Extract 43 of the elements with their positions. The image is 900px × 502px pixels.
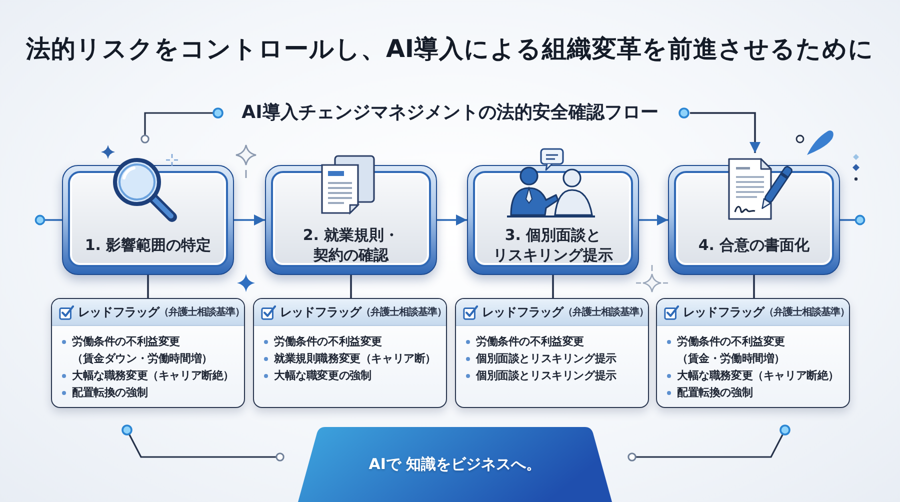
tagline: AIで 知識をビジネスへ。 <box>368 455 542 474</box>
connector-line <box>753 275 755 298</box>
checklist-card <box>656 298 850 408</box>
step-title: 2. 就業規則・契約の確認 <box>302 225 400 265</box>
connector-line <box>552 275 554 298</box>
diagram-title: 法的リスクをコントロールし、AI導入による組織変革を前進させるために <box>26 33 874 65</box>
arrow <box>234 214 265 226</box>
step-title: 3. 個別面談とリスキリング提示 <box>493 225 613 265</box>
card-heading-note: （弁護士相談基準） <box>563 306 648 319</box>
bullet-item: 個別面談とリスキリング提示 <box>464 350 616 367</box>
step-title: 1. 影響範囲の特定 <box>84 235 212 255</box>
card-heading-note: （弁護士相談基準） <box>159 306 244 319</box>
bullet-item: 大幅な職務変更（キャリア断絶） <box>60 367 234 384</box>
arrow <box>437 214 467 226</box>
card-heading: レッドフラッグ <box>78 304 160 320</box>
bullet-item: 大幅な職変更の強制 <box>262 367 372 384</box>
connector-line <box>350 275 352 298</box>
step-title: 4. 合意の書面化 <box>698 235 810 255</box>
bullet-item: 労働条件の不利益変更 <box>262 333 382 350</box>
connector-line <box>840 214 866 226</box>
checklist-card <box>51 298 245 408</box>
bullet-item: 大幅な職務変更（キャリア断絶） <box>665 367 840 384</box>
subtitle: AI導入チェンジマネジメントの法的安全確認フロー <box>242 101 658 125</box>
card-heading-note: （弁護士相談基準） <box>361 306 446 319</box>
checklist-card <box>253 298 447 408</box>
bullet-item: 労働条件の不利益変更（賃金ダウン・労働時間増） <box>60 333 212 367</box>
arrow <box>639 214 668 226</box>
bullet-item: 労働条件の不利益変更 <box>464 333 584 350</box>
step-box <box>62 165 234 275</box>
card-heading: レッドフラッグ <box>280 304 362 320</box>
bullet-item: 就業規則職務変更（キャリア断） <box>262 350 436 367</box>
bullet-item: 個別面談とリスキリング提示 <box>464 367 616 384</box>
checklist-card <box>455 298 649 408</box>
card-heading-note: （弁護士相談基準） <box>764 306 849 319</box>
connector-line <box>34 214 62 226</box>
bullet-item: 労働条件の不利益変更（賃金・労働時間増） <box>665 333 786 367</box>
arrow <box>690 112 760 153</box>
connector-line <box>147 275 149 298</box>
banner <box>298 427 612 502</box>
card-heading: レッドフラッグ <box>683 304 764 320</box>
bullet-item: 配置転換の強制 <box>665 384 753 401</box>
bullet-item: 配置転換の強制 <box>60 384 148 401</box>
card-heading: レッドフラッグ <box>482 304 564 320</box>
